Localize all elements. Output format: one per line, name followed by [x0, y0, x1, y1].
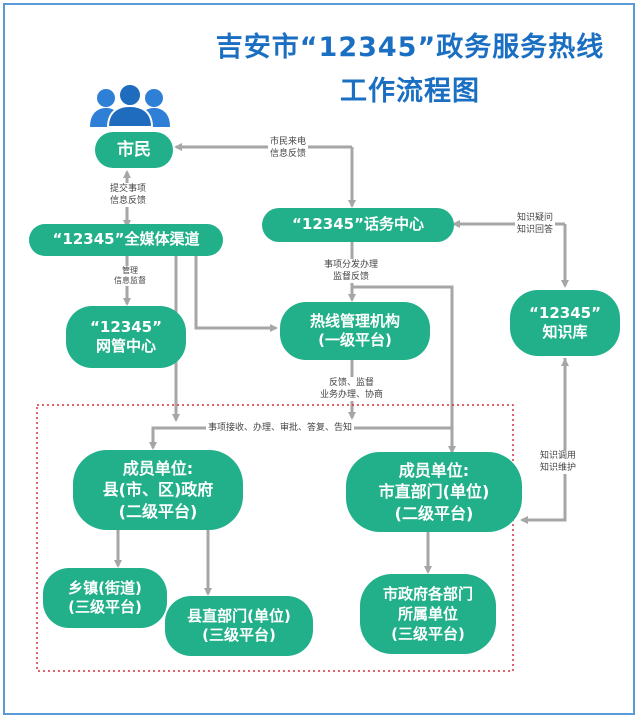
node-call-center: “12345”话务中心: [262, 208, 454, 242]
node-county-department: 县直部门(单位) (三级平台): [165, 596, 313, 656]
node-township: 乡镇(街道) (三级平台): [43, 568, 167, 628]
node-grid-center: “12345” 网管中心: [66, 306, 186, 368]
label-knowledge-maintain: 知识调用 知识维护: [538, 450, 579, 474]
label-distribute-supervise: 事项分发办理 监督反馈: [322, 259, 381, 283]
arrow-media-to-mgmt: [194, 252, 278, 332]
label-handle-items: 事项接收、办理、审批、答复、告知: [206, 422, 355, 434]
node-city-department: 成员单位: 市直部门(单位) (二级平台): [346, 452, 522, 532]
node-hotline-management: 热线管理机构 (一级平台): [280, 302, 430, 360]
diagram-frame: [3, 3, 635, 715]
label-knowledge-query: 知识疑问 知识回答: [515, 212, 556, 236]
label-citizen-call: 市民来电 信息反馈: [268, 136, 309, 160]
node-county-government: 成员单位: 县(市、区)政府 (二级平台): [73, 450, 243, 530]
people-icon: [90, 83, 170, 127]
label-submit-feedback: 提交事项 信息反馈: [108, 183, 149, 207]
label-feedback-coordinate: 反馈、监督 业务办理、协商: [318, 377, 386, 401]
diagram-title-line2: 工作流程图: [340, 76, 480, 107]
diagram-title-line1: 吉安市“12345”政务服务热线: [215, 32, 605, 63]
label-manage-supervise: 管理 信息监督: [112, 266, 148, 286]
node-city-sub-units: 市政府各部门 所属单位 (三级平台): [360, 574, 496, 654]
node-knowledge-base: “12345” 知识库: [510, 290, 620, 356]
second-level-boundary: [36, 404, 514, 672]
node-citizen: 市民: [95, 132, 173, 168]
node-all-media-channel: “12345”全媒体渠道: [29, 224, 223, 256]
arrow-feedback-line: [352, 285, 456, 454]
arrow-kb-to-dept: [520, 358, 567, 524]
